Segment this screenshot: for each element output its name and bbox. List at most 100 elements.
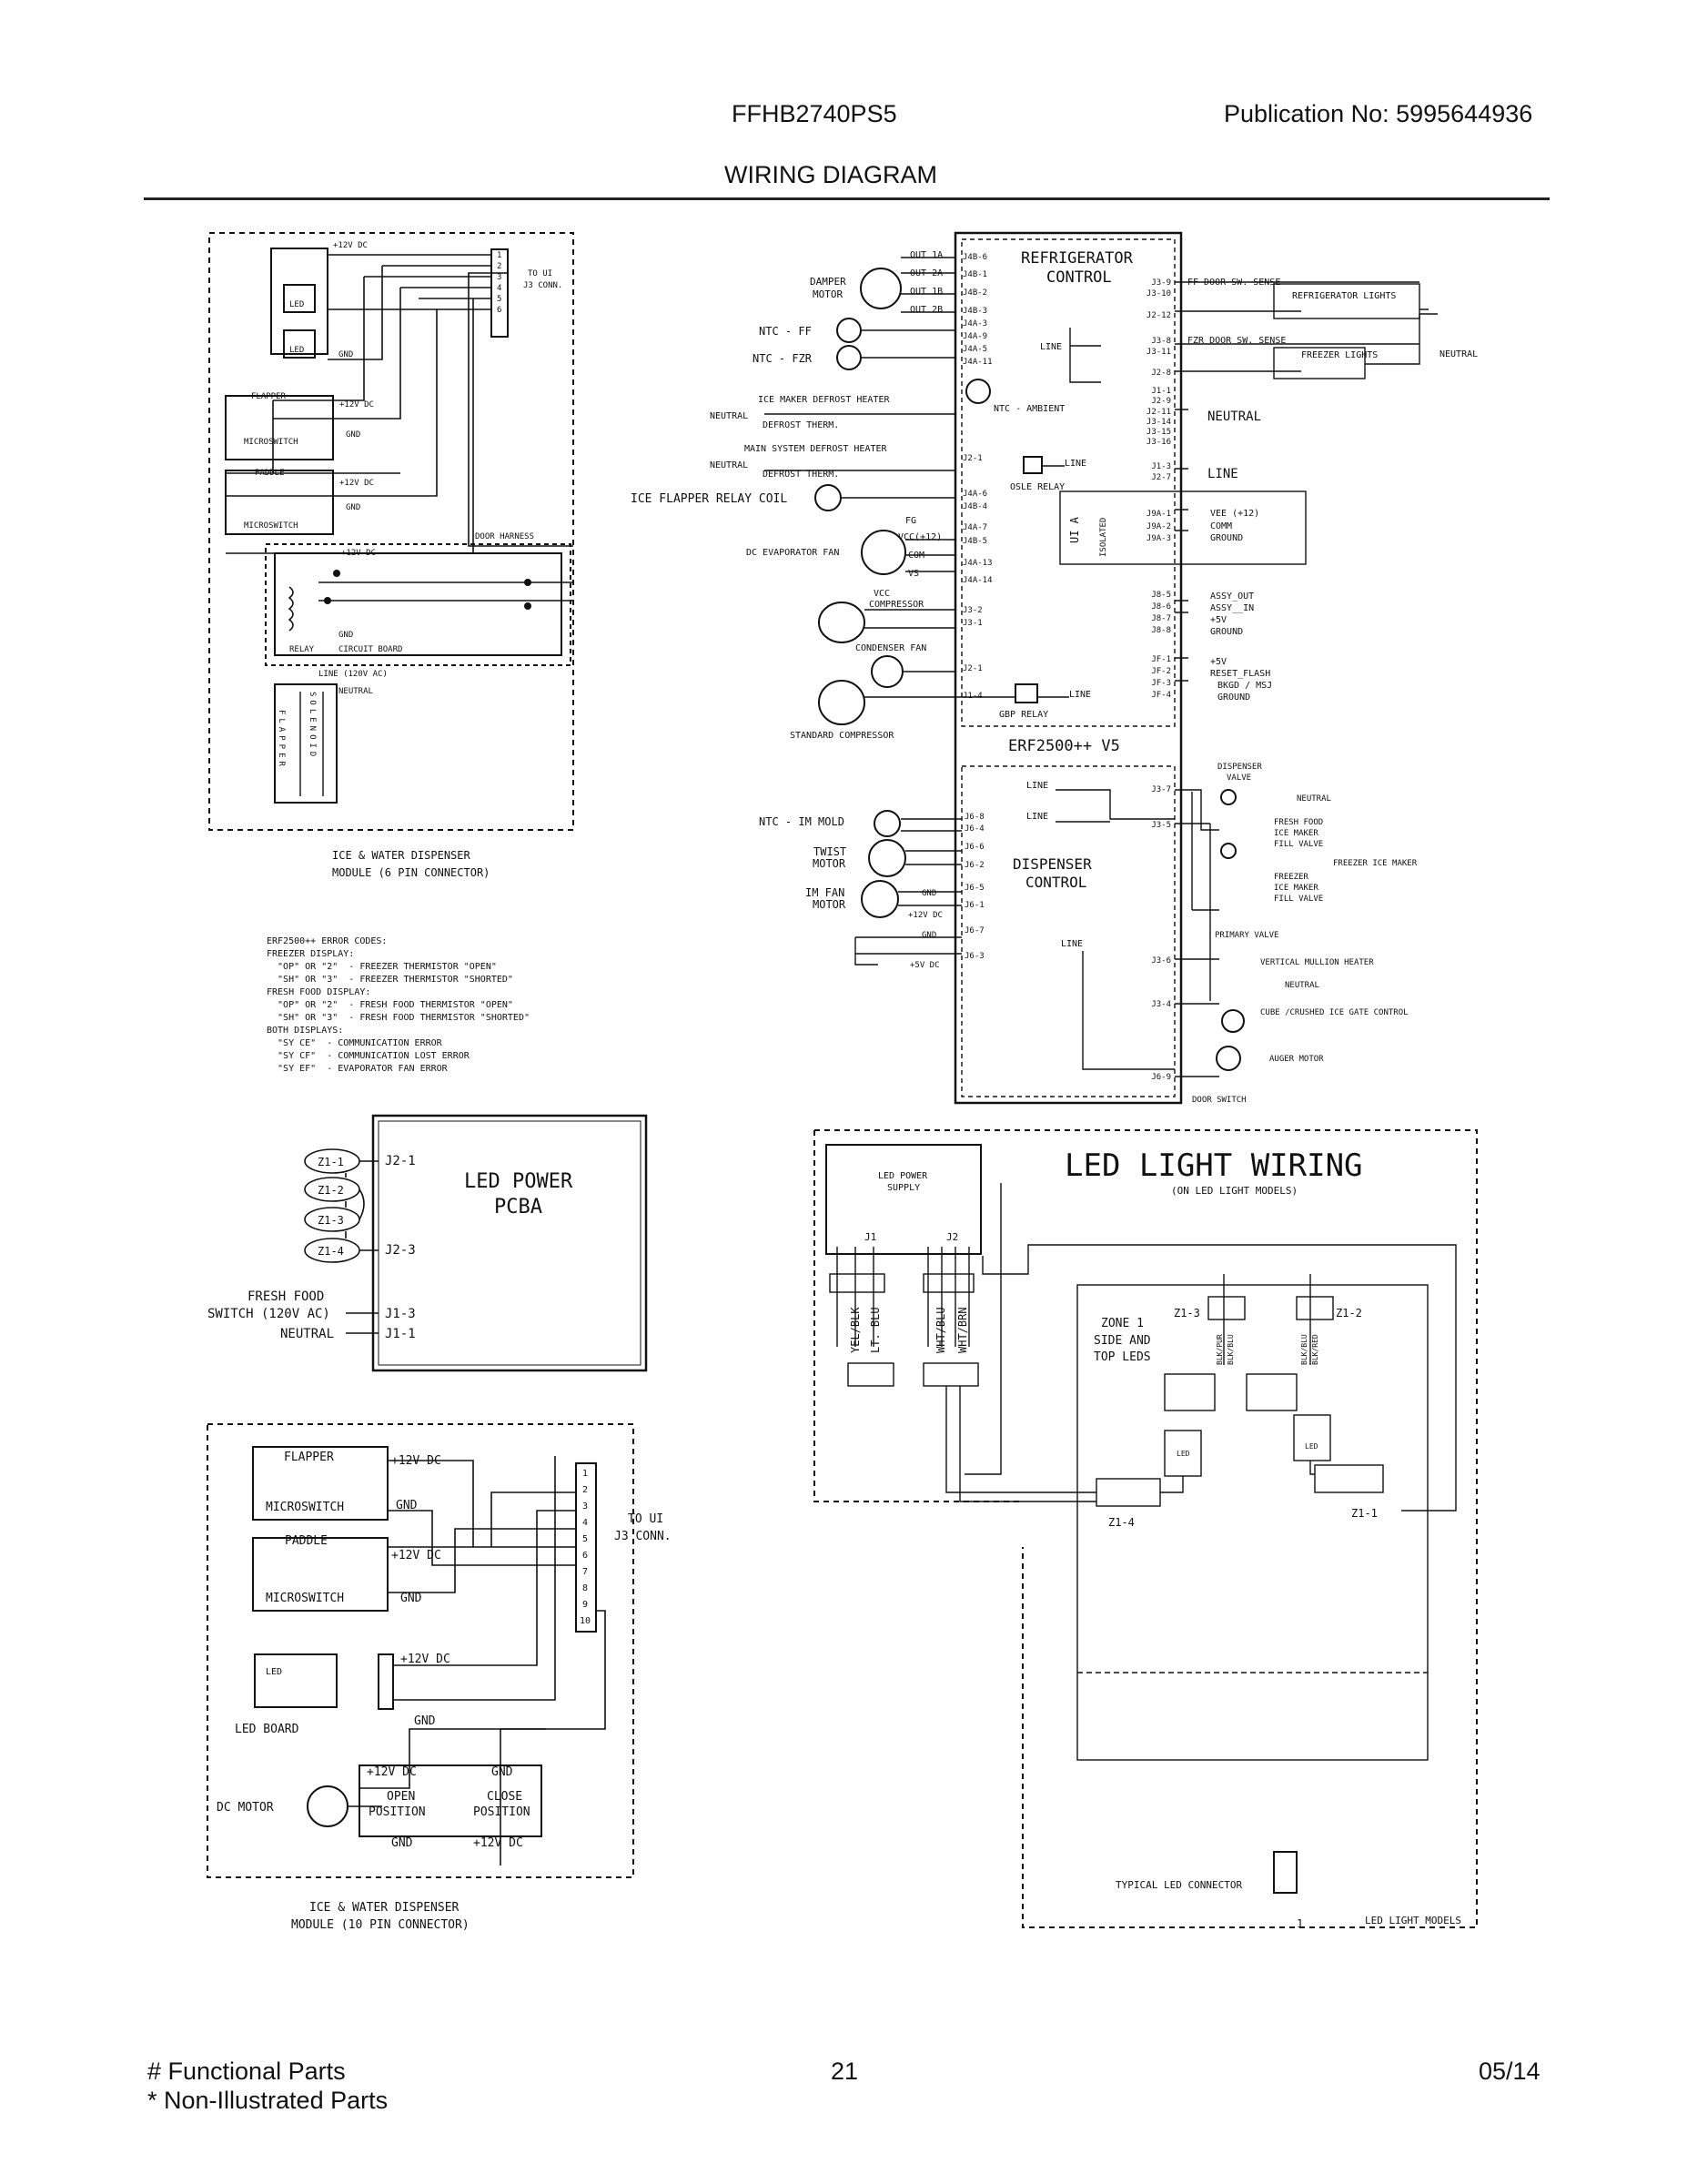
ff-switch-2: SWITCH (120V AC) (207, 1307, 330, 1321)
led-wht-blu: WHT/BLU (934, 1307, 947, 1353)
relay-coil (288, 586, 294, 632)
m10-pin: 9 (582, 1600, 588, 1610)
rc-pin: J4B-4 (963, 502, 987, 511)
dc-5v: +5V DC (910, 961, 940, 970)
dc-line-2: LINE (1026, 812, 1048, 822)
m10-led-board (254, 1653, 338, 1708)
pcba-title-2: PCBA (494, 1196, 542, 1218)
pcba-j1-1: J1-1 (385, 1327, 416, 1341)
rc-vs: VS (908, 569, 919, 579)
rc-pin: J3-11 (1147, 348, 1171, 357)
rc-line-big: LINE (1207, 467, 1238, 481)
rc-frz-lights: FREEZER LIGHTS (1301, 350, 1378, 360)
m6-led1: LED (289, 300, 304, 309)
led-zone1: ZONE 1 (1101, 1317, 1144, 1330)
rc-damper: DAMPER (810, 276, 846, 288)
error-line: "OP" OR "2" - FRESH FOOD THERMISTOR "OPE… (267, 1000, 513, 1010)
rc-vcc-comp-1: VCC (874, 589, 890, 599)
led-2 (283, 329, 316, 359)
dc-ff-fill-3: FILL VALVE (1274, 840, 1323, 849)
rc-pin: J3-9 (1151, 278, 1171, 288)
m6-caption-2: MODULE (6 PIN CONNECTOR) (332, 866, 490, 879)
rc-gbp-line: LINE (1069, 690, 1091, 700)
rc-pin: J4A-7 (963, 523, 987, 532)
rc-pin: J1-3 (1151, 462, 1171, 471)
led-supply-1: LED POWER (878, 1171, 928, 1181)
m6-gnd-c: GND (346, 503, 360, 512)
m10-pin: 5 (582, 1534, 588, 1544)
rc-pin: J4A-6 (963, 490, 987, 499)
im-fan-motor (861, 880, 899, 918)
condenser-fan (871, 655, 904, 688)
rc-pin: J3-14 (1147, 418, 1171, 427)
led-one: 1 (1297, 1917, 1303, 1930)
twist-motor (868, 839, 906, 877)
rc-vcc12: VCC(+12) (898, 532, 942, 542)
rc-pin: J2-1 (963, 454, 983, 463)
dc-neutral: NEUTRAL (1297, 794, 1331, 804)
ntc-im-mold (874, 810, 901, 837)
error-line: "SY CF" - COMMUNICATION LOST ERROR (267, 1051, 470, 1061)
m6-connector-pins: 1 2 3 4 5 6 (497, 251, 501, 315)
m6-line120: LINE (120V AC) (318, 670, 388, 679)
m10-pin: 2 (582, 1485, 588, 1495)
dc-gnd: GND (922, 889, 936, 898)
rc-pin: J8-5 (1151, 591, 1171, 600)
m10-connector-pins: 1 2 3 4 5 6 7 8 9 10 (580, 1469, 591, 1626)
m10-flapper: FLAPPER (284, 1451, 334, 1464)
rc-pin: J4B-6 (963, 253, 987, 262)
rc-ground3: GROUND (1217, 693, 1250, 703)
led-1 (283, 284, 316, 313)
dc-im-fan: IM FAN (805, 886, 844, 899)
m10-close-2: POSITION (473, 1805, 530, 1819)
flapper-relay-coil (814, 484, 842, 511)
m6-pin: 2 (497, 262, 501, 271)
rc-pin: J2-11 (1147, 408, 1171, 417)
rc-neutral-big: NEUTRAL (1207, 410, 1261, 424)
ntc-ff (836, 318, 862, 343)
dc-line-3: LINE (1061, 939, 1083, 949)
m10-j3conn: J3 CONN. (614, 1530, 672, 1543)
m10-to-ui: TO UI (628, 1512, 663, 1526)
rc-right-pins: J3-9 J3-10 J2-12 J3-8 J3-11 J2-8 J1-1 J2… (1147, 278, 1171, 700)
rc-ntc-fzr: NTC - FZR (753, 352, 813, 365)
zone-z1-1: Z1-1 (318, 1156, 344, 1168)
dc-pin: J3-4 (1151, 1000, 1171, 1009)
rc-pin: J3-2 (963, 606, 983, 615)
module-10pin (207, 1423, 634, 1878)
rc-osle-relay: OSLE RELAY (1010, 482, 1065, 492)
led-typical: TYPICAL LED CONNECTOR (1116, 1879, 1242, 1891)
rc-pin: J8-8 (1151, 626, 1171, 635)
rc-ntc-ff: NTC - FF (759, 325, 812, 338)
m10-gnd-e: GND (391, 1836, 413, 1850)
dc-left-pins: J6-8 J6-4 J6-6 J6-2 J6-5 J6-1 J6-7 J6-3 (965, 813, 985, 961)
led-side-2: TOP LEDS (1094, 1350, 1151, 1364)
m10-pin: 10 (580, 1616, 591, 1626)
dc-twist: TWIST (813, 845, 846, 858)
m10-pin: 8 (582, 1583, 588, 1593)
m10-led: LED (266, 1667, 282, 1677)
dc-right-pins: J3-7 J3-5 J3-6 J3-4 J6-9 (1151, 785, 1171, 1082)
rc-pin: J3-1 (963, 619, 983, 628)
non-illustrated-note: * Non-Illustrated Parts (147, 2087, 389, 2114)
dc-pin: J6-1 (965, 901, 985, 910)
m6-relay: RELAY (289, 645, 315, 654)
rc-im-heater: ICE MAKER DEFROST HEATER (758, 395, 890, 405)
zone-z1-3: Z1-3 (318, 1214, 344, 1227)
dc-twist-motor: MOTOR (813, 857, 846, 870)
led-lt-blu: LT. BLU (869, 1307, 882, 1353)
error-line: "SH" OR "3" - FREEZER THERMISTOR "SHORTE… (267, 975, 513, 985)
standard-compressor (818, 680, 865, 725)
dc-pin: J6-2 (965, 861, 985, 870)
ntc-ambient (965, 379, 991, 404)
led-power-supply (825, 1144, 982, 1255)
rc-pin: J4A-13 (963, 559, 993, 568)
rc-ground2: GROUND (1210, 627, 1243, 637)
m10-microswitch: MICROSWITCH (266, 1501, 344, 1514)
m6-j3conn: J3 CONN. (523, 281, 562, 290)
m6-flapper: FLAPPER (251, 392, 287, 401)
led-j2: J2 (946, 1231, 958, 1243)
flapper-switch (225, 395, 334, 460)
rc-pin: J4B-1 (963, 270, 987, 279)
rc-pin: J9A-1 (1147, 510, 1171, 519)
